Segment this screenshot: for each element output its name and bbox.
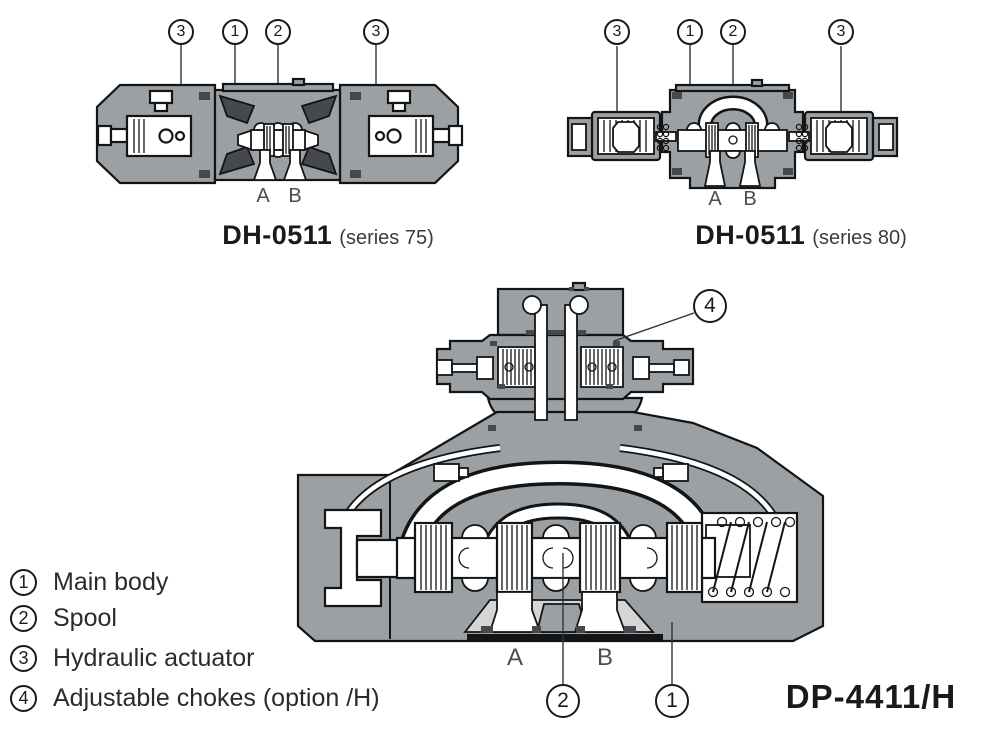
port-label-a: A	[256, 185, 270, 207]
valve-cross-section-dp4411h	[296, 281, 825, 684]
figure-dp4411h: 4 2 1 A B DP-4411/H	[285, 270, 991, 729]
figure-dh0511-series75: 3 1 2 3 A B DH-0511 (series 75)	[80, 12, 480, 264]
figure-caption: DH-0511 (series 75)	[222, 220, 434, 251]
callout-number: 2	[273, 23, 283, 40]
port-label-b: B	[596, 644, 613, 671]
model-name: DH-0511	[695, 220, 806, 250]
legend-item-hydraulic-actuator: 3 Hydraulic actuator	[10, 644, 254, 673]
pilot-channel-left	[534, 304, 548, 421]
left-rod-end	[96, 124, 113, 147]
callout-number: 3	[612, 23, 622, 40]
port-a-channel	[703, 150, 727, 187]
top-block	[496, 287, 625, 337]
spool	[677, 129, 788, 152]
legend-label: Spool	[53, 604, 117, 632]
port-b-channel	[282, 149, 308, 181]
callout-number: 3	[176, 23, 186, 40]
top-plug	[571, 281, 587, 292]
port-label-b: B	[288, 185, 302, 207]
callout-adjustable-chokes: 4	[693, 289, 727, 323]
spool	[250, 129, 306, 151]
right-rod-end	[447, 124, 464, 147]
callout-hydraulic-actuator-left: 3	[168, 19, 194, 45]
figure-caption: DP-4411/H	[786, 678, 956, 716]
top-plate	[674, 83, 791, 93]
legend-item-spool: 2 Spool	[10, 604, 117, 633]
callout-spool: 2	[546, 684, 580, 718]
choke-screw-right	[673, 359, 690, 376]
port-label-b: B	[743, 188, 757, 210]
model-name: DH-0511	[222, 220, 333, 250]
legend-label: Hydraulic actuator	[53, 644, 255, 672]
port-a-channel	[252, 149, 278, 181]
callout-number: 1	[666, 689, 678, 712]
legend-circle: 2	[10, 605, 37, 632]
pilot-channel-right	[564, 304, 578, 421]
figure-caption: DH-0511 (series 80)	[695, 220, 907, 251]
legend-circle: 3	[10, 645, 37, 672]
callout-spool: 2	[265, 19, 291, 45]
port-label-a: A	[506, 644, 523, 671]
legend-item-main-body: 1 Main body	[10, 568, 168, 597]
port-label-a: A	[708, 188, 722, 210]
model-name: DP-4411/H	[785, 678, 957, 715]
legend-circle: 4	[10, 685, 37, 712]
callout-main-body: 1	[222, 19, 248, 45]
callout-spool: 2	[720, 19, 746, 45]
top-plug	[291, 77, 306, 87]
callout-number: 1	[685, 23, 695, 40]
callout-number: 1	[230, 23, 240, 40]
legend-circle: 1	[10, 569, 37, 596]
legend: 1 Main body 2 Spool 3 Hydraulic actuator…	[10, 560, 450, 725]
legend-item-adjustable-chokes: 4 Adjustable chokes (option /H)	[10, 684, 380, 713]
valve-cross-section-series75	[95, 45, 464, 185]
top-plug	[750, 78, 764, 88]
callout-number: 3	[371, 23, 381, 40]
callout-main-body: 1	[655, 684, 689, 718]
figure-dh0511-series80: 3 1 2 3 A B DH-0511 (series 80)	[560, 12, 960, 264]
legend-number: 4	[18, 688, 29, 708]
callout-hydraulic-actuator-right: 3	[828, 19, 854, 45]
callout-number: 2	[728, 23, 738, 40]
left-cap-bracket	[323, 508, 383, 608]
callout-main-body: 1	[677, 19, 703, 45]
right-rod	[431, 127, 451, 144]
port-b-channel	[738, 150, 762, 187]
callout-number: 4	[704, 294, 716, 317]
leader-line	[613, 312, 695, 342]
legend-label: Adjustable chokes (option /H)	[53, 684, 380, 712]
callout-number: 3	[836, 23, 846, 40]
callout-number: 2	[557, 689, 569, 712]
legend-label: Main body	[53, 568, 169, 596]
left-rod	[109, 127, 129, 144]
top-plate	[221, 82, 335, 93]
series-note: (series 80)	[812, 227, 907, 249]
valve-cross-section-series80	[566, 45, 899, 190]
choke-screw-left	[436, 359, 453, 376]
callout-hydraulic-actuator-left: 3	[604, 19, 630, 45]
legend-number: 3	[18, 648, 29, 668]
series-note: (series 75)	[339, 227, 434, 249]
legend-number: 1	[18, 572, 29, 592]
callout-hydraulic-actuator-right: 3	[363, 19, 389, 45]
legend-number: 2	[18, 608, 29, 628]
